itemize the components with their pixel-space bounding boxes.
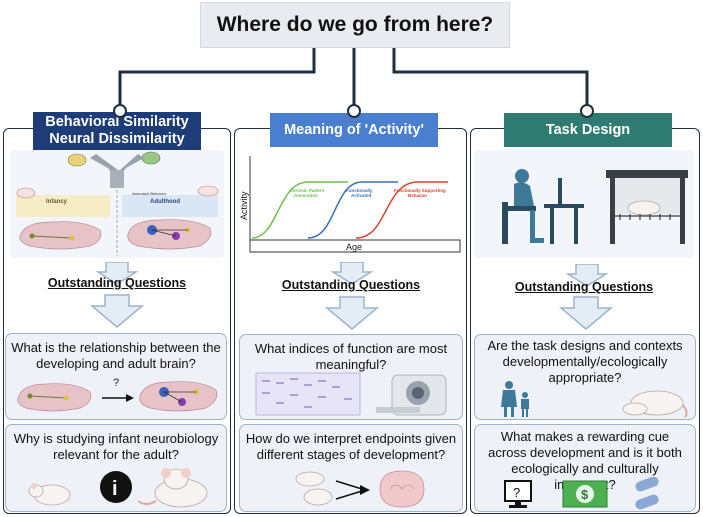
connector-knob-1 <box>113 104 127 118</box>
info-icon <box>100 471 132 503</box>
curve-label-intrinsic-2: Generation <box>294 193 318 198</box>
down-arrow-1 <box>95 262 139 285</box>
header-task-design: Task Design <box>504 113 672 147</box>
infancy-label: Infancy <box>46 199 68 205</box>
question-panel-1b: Why is studying infant neurobiology rele… <box>5 424 227 512</box>
adulthood-label: Adulthood <box>150 199 180 205</box>
x-axis-label: Age <box>346 242 362 252</box>
reward-cues-illustration: ? $ <box>504 477 659 510</box>
main-title-box: Where do we go from here? <box>200 2 510 48</box>
curve-label-intrinsic-1: Intrinsic Pattern <box>290 188 325 193</box>
curve-activated <box>307 181 398 239</box>
activity-chart-panel: Activity Age Intrinsic Pattern Generatio… <box>238 150 462 258</box>
task-design-figure-panel <box>474 150 694 258</box>
curve-label-activated-1: Functionally <box>346 188 373 193</box>
question-panel-1a: What is the relationship between the dev… <box>5 333 227 420</box>
curve-label-supporting-2: Behavior <box>408 193 428 198</box>
header-behavioral: Behavioral Similarity Neural Dissimilari… <box>33 112 201 150</box>
activity-chart: Activity Age Intrinsic Pattern Generatio… <box>239 154 461 253</box>
question-2b-text: How do we interpret endpoints given diff… <box>245 431 457 462</box>
y-axis-label: Activity <box>239 191 249 220</box>
rats-to-slice-illustration <box>295 470 425 508</box>
down-arrow-3b <box>558 296 614 330</box>
question-panel-2b: How do we interpret endpoints given diff… <box>239 424 463 512</box>
y-maze-illustration: Approach Behavior Infancy Adulthood <box>16 151 219 256</box>
outstanding-questions-3: Outstanding Questions <box>514 280 654 294</box>
parent-child-rats-illustration <box>501 381 688 418</box>
curve-intrinsic <box>251 181 348 239</box>
question-1b-text: Why is studying infant neurobiology rele… <box>13 431 219 462</box>
behavior-figure-panel: Approach Behavior Infancy Adulthood <box>10 150 224 258</box>
connector-knob-3 <box>580 104 594 118</box>
info-icon-letter: i <box>112 478 118 500</box>
down-arrow-2b <box>324 296 380 330</box>
money-dollar-sign: $ <box>581 487 589 502</box>
question-panel-3b: What makes a rewarding cue across develo… <box>474 424 696 512</box>
header-behavioral-line1: Behavioral Similarity <box>45 114 189 130</box>
question-2a-text: What indices of function are most meanin… <box>254 341 448 372</box>
curve-supporting <box>355 181 448 239</box>
header-task-text: Task Design <box>545 121 631 138</box>
header-behavioral-line2: Neural Dissimilarity <box>49 131 185 147</box>
header-activity-text: Meaning of 'Activity' <box>284 121 424 138</box>
curve-label-supporting-1: Functionally Supporting <box>394 188 446 193</box>
main-title: Where do we go from here? <box>216 13 494 36</box>
task-design-illustration <box>502 169 688 244</box>
rats-info-illustration: i <box>28 468 208 508</box>
connector-knob-2 <box>347 104 361 118</box>
down-arrow-2 <box>330 262 374 285</box>
question-panel-3a: Are the task designs and contexts develo… <box>474 334 696 420</box>
curve-label-activated-2: Activated <box>351 193 372 198</box>
question-panel-2a: What indices of function are most meanin… <box>239 334 463 420</box>
pill-icon <box>635 477 659 510</box>
header-activity: Meaning of 'Activity' <box>270 113 438 147</box>
question-3a-text: Are the task designs and contexts develo… <box>487 338 683 385</box>
outstanding-questions-2: Outstanding Questions <box>281 278 421 292</box>
question-1a-text: What is the relationship between the dev… <box>11 340 221 371</box>
connector-lines <box>118 46 589 108</box>
outstanding-questions-1: Outstanding Questions <box>47 276 187 290</box>
question-mark: ? <box>113 377 119 389</box>
down-arrow-3 <box>565 264 609 287</box>
brain-comparison-illustration: ? <box>17 377 218 412</box>
down-arrow-1b <box>89 294 145 328</box>
approach-label: Approach Behavior <box>132 191 167 196</box>
monitor-question-mark: ? <box>513 485 520 500</box>
gel-mri-illustration <box>255 372 447 416</box>
